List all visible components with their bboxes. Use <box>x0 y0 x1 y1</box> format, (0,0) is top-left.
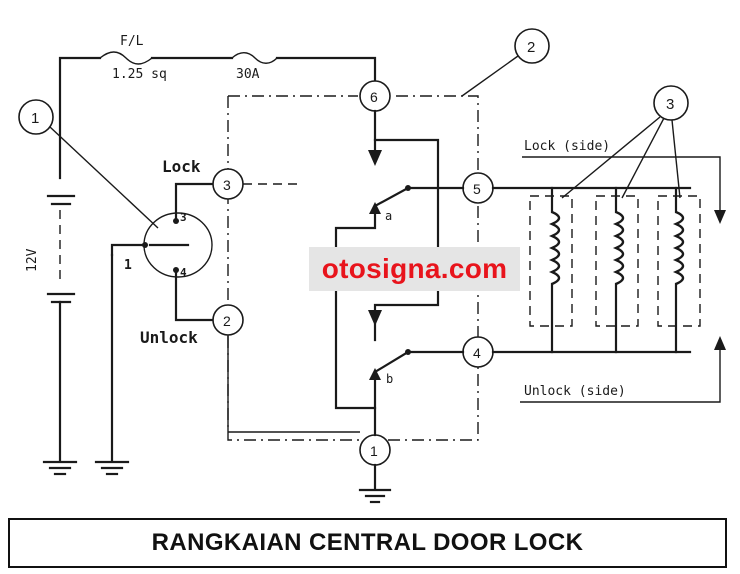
diagram-title: RANGKAIAN CENTRAL DOOR LOCK <box>151 529 584 556</box>
fuse-fl-symbol <box>99 51 153 65</box>
callout-3-label: 3 <box>666 96 674 113</box>
relay-feed-right <box>373 138 440 342</box>
ground-battery-icon <box>42 460 78 476</box>
callout-2-label: 2 <box>527 39 535 56</box>
lock-side-line <box>522 156 721 212</box>
callout-1-leader <box>49 126 159 229</box>
unlock-label: Unlock <box>140 328 198 347</box>
switch-to-unlock-wire <box>174 268 214 322</box>
relay-housing-outline <box>227 95 479 441</box>
fuse-fl-rating: 1.25 sq <box>112 67 167 82</box>
lock-side-label: Lock (side) <box>524 139 610 154</box>
callout-3-leader-b <box>621 117 665 199</box>
contact-a-pivot <box>405 185 411 191</box>
terminal-2-label: 2 <box>223 313 231 329</box>
terminal-3-label: 3 <box>223 177 231 193</box>
terminal-4-label: 4 <box>473 345 481 361</box>
watermark-banner: otosigna.com <box>309 247 520 291</box>
contact-a-label: a <box>385 209 392 223</box>
callout-1-circle <box>18 99 54 135</box>
callout-3-leader-c <box>671 119 681 199</box>
callout-3-circle <box>653 85 689 121</box>
contact-b-pivot <box>405 349 411 355</box>
ground-relay-icon <box>358 488 392 504</box>
unlock-side-arrow-icon <box>714 336 726 350</box>
contact-b-blade <box>373 350 465 374</box>
title-bar: RANGKAIAN CENTRAL DOOR LOCK <box>8 518 727 568</box>
fuse-30a-rating: 30A <box>236 67 260 82</box>
contact-b-arrow-icon <box>369 368 381 380</box>
actuator-3 <box>657 186 701 354</box>
arrow-down-b-icon <box>368 310 382 326</box>
terminal-5-label: 5 <box>473 181 481 197</box>
switch-common-wire <box>110 243 147 257</box>
lock-label: Lock <box>162 157 201 176</box>
contact-b-label: b <box>386 372 393 386</box>
switch-term-4-label: 4 <box>180 266 187 279</box>
unlock-side-line <box>520 348 721 403</box>
terminal-6-label: 6 <box>370 89 378 105</box>
watermark-text: otosigna.com <box>321 253 508 284</box>
contact-a-common <box>334 212 377 410</box>
fuse-30a-symbol <box>231 52 278 64</box>
callout-3-leader-a <box>561 116 661 199</box>
actuator-1 <box>529 186 573 354</box>
lock-side-arrow-icon <box>714 210 726 224</box>
ground-switch-icon <box>94 460 130 476</box>
unlock-side-label: Unlock (side) <box>524 384 626 399</box>
supply-wire-right <box>275 56 377 82</box>
callout-2-circle <box>514 28 550 64</box>
switch-to-lock-wire <box>174 182 215 223</box>
callout-2-leader <box>461 55 519 97</box>
fuse-fl-name: F/L <box>120 34 144 49</box>
switch-terminal-1-dot <box>142 242 148 248</box>
callout-1-label: 1 <box>31 110 39 127</box>
contact-a-blade <box>373 186 465 208</box>
supply-wire-left <box>58 56 102 180</box>
battery-voltage-label: 12V <box>25 248 40 272</box>
contact-a-arrow-icon <box>369 202 381 214</box>
switch-term-1-label: 1 <box>124 258 132 273</box>
actuator-2 <box>595 186 639 354</box>
terminal-1-label: 1 <box>370 443 378 459</box>
arrow-down-a-icon <box>368 150 382 166</box>
switch-term-3-label: 3 <box>180 211 187 224</box>
